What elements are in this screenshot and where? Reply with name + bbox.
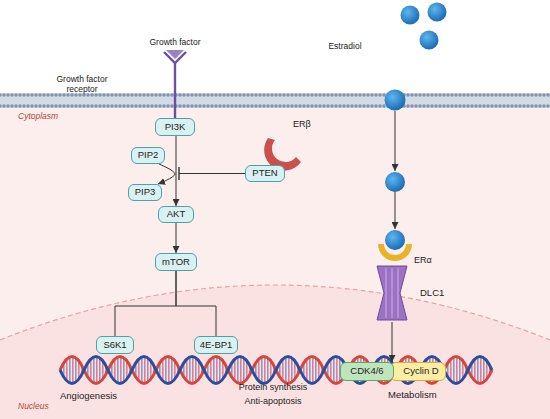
text-label: Estradiol: [305, 41, 385, 51]
nuclear-envelope: [0, 285, 550, 340]
nucleus-area: [0, 285, 550, 419]
text-label: Angiogenesis: [60, 390, 150, 401]
node-text: PTEN: [252, 168, 277, 178]
protein-box: PI3K: [155, 118, 195, 136]
node-text: mTOR: [162, 257, 190, 267]
dna-strand: [60, 357, 492, 384]
connector-arrow: [176, 136, 177, 206]
protein-box: S6K1: [96, 336, 134, 354]
text-label: Growth factor: [135, 37, 215, 47]
protein-box: mTOR: [155, 253, 197, 271]
protein-box: 4E-BP1: [194, 336, 238, 354]
cell-membrane: [0, 93, 550, 108]
estradiol-molecule: [385, 230, 405, 250]
membrane-heads: [0, 104, 550, 108]
protein-box: Cyclin D: [390, 362, 446, 381]
connector-arrow: [158, 164, 175, 184]
protein-box: AKT: [158, 206, 194, 223]
cytoplasm-area: [0, 100, 550, 419]
arrow: [395, 111, 396, 171]
node-text: PI3K: [165, 122, 186, 132]
dlc1-shape: [377, 266, 407, 320]
arrow: [395, 192, 396, 229]
connector-arrow: [176, 223, 177, 253]
text-label: Anti-apoptosis: [213, 396, 333, 407]
text-label: ERα: [414, 255, 444, 266]
text-label: Nucleus: [18, 401, 88, 411]
lipid-box: PIP2: [131, 147, 165, 164]
text-label: Metabolism: [388, 389, 478, 400]
dna-strand: [60, 357, 492, 384]
protein-box: PTEN: [245, 165, 285, 182]
node-text: AKT: [167, 209, 185, 219]
connector-arrow: [115, 271, 176, 336]
estradiol-molecules: [385, 3, 447, 193]
text-label: Protein synthesis: [213, 382, 333, 393]
node-text: 4E-BP1: [200, 340, 233, 350]
node-text: CDK4/6: [350, 366, 383, 376]
lipid-box: PIP3: [128, 184, 162, 201]
node-text: PIP3: [135, 187, 156, 197]
connector-arrow: [176, 271, 216, 336]
extracellular-space: [0, 0, 550, 100]
node-text: DLC1: [420, 288, 444, 298]
connector-arrow: [392, 322, 393, 362]
text-label: Cytoplasm: [18, 111, 98, 121]
membrane-protein: DLC1: [374, 264, 454, 322]
receptor-symbol: [164, 50, 186, 118]
dlc1-symbol: [374, 264, 410, 322]
node-text: Cyclin D: [403, 366, 438, 376]
text-label: ERβ: [293, 119, 323, 130]
node-text: S6K1: [103, 340, 126, 350]
text-label: Growth factor receptor: [46, 74, 118, 94]
dlc1-ridges: [386, 268, 398, 318]
protein-box: CDK4/6: [340, 362, 394, 381]
inhibition-line: [179, 167, 245, 180]
node-text: PIP2: [138, 150, 159, 160]
